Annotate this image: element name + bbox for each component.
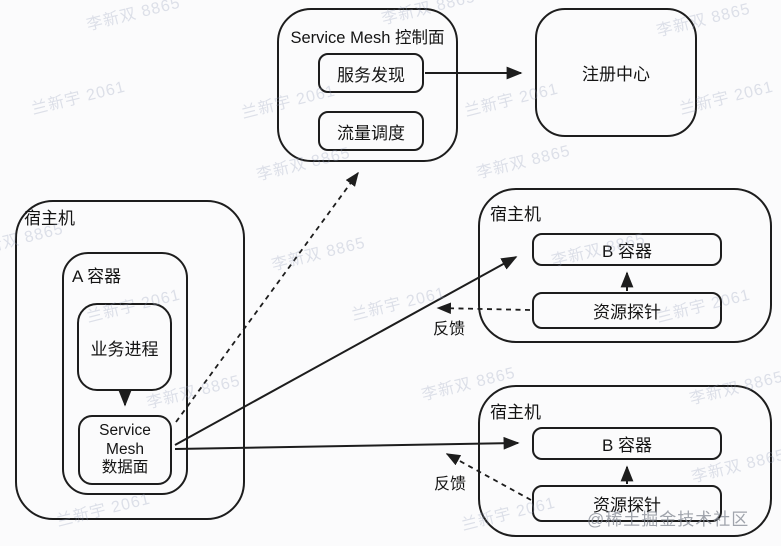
probe-top-node: 资源探针 [532, 292, 722, 329]
probe-bottom-node: 资源探针 [532, 485, 722, 522]
feedback-bottom-label: 反馈 [434, 476, 467, 493]
container-b-bottom-label: B 容器 [601, 436, 653, 455]
registry-box: 注册中心 [535, 8, 697, 137]
watermark-text: 李新双 8865 [474, 142, 573, 183]
control-plane-box: Service Mesh 控制面 [277, 8, 458, 162]
container-a-title: A 容器 [72, 267, 122, 286]
dataplane-label: Service Mesh 数据面 [99, 421, 151, 477]
service-discovery-label: 服务发现 [337, 65, 405, 85]
traffic-scheduling-node: 流量调度 [318, 111, 424, 151]
watermark-text: 兰新宇 2061 [29, 78, 128, 119]
business-process-label: 业务进程 [90, 339, 159, 359]
host-b-top-title: 宿主机 [490, 205, 541, 224]
service-discovery-node: 服务发现 [318, 53, 424, 93]
container-b-bottom-node: B 容器 [532, 427, 722, 460]
business-process-node: 业务进程 [77, 303, 172, 391]
probe-top-label: 资源探针 [593, 303, 661, 322]
container-b-top-node: B 容器 [532, 233, 722, 266]
host-a-title: 宿主机 [24, 209, 75, 228]
traffic-scheduling-label: 流量调度 [337, 123, 405, 143]
dataplane-node: Service Mesh 数据面 [78, 415, 172, 485]
watermark-text: 李新双 8865 [84, 0, 183, 35]
control-plane-title: Service Mesh 控制面 [290, 29, 445, 47]
probe-bottom-label: 资源探针 [593, 496, 661, 515]
registry-label: 注册中心 [582, 65, 650, 84]
host-b-bottom-title: 宿主机 [490, 403, 541, 422]
watermark-text: 李新双 8865 [269, 234, 368, 275]
feedback-top-label: 反馈 [433, 321, 466, 338]
container-b-top-label: B 容器 [601, 242, 653, 261]
